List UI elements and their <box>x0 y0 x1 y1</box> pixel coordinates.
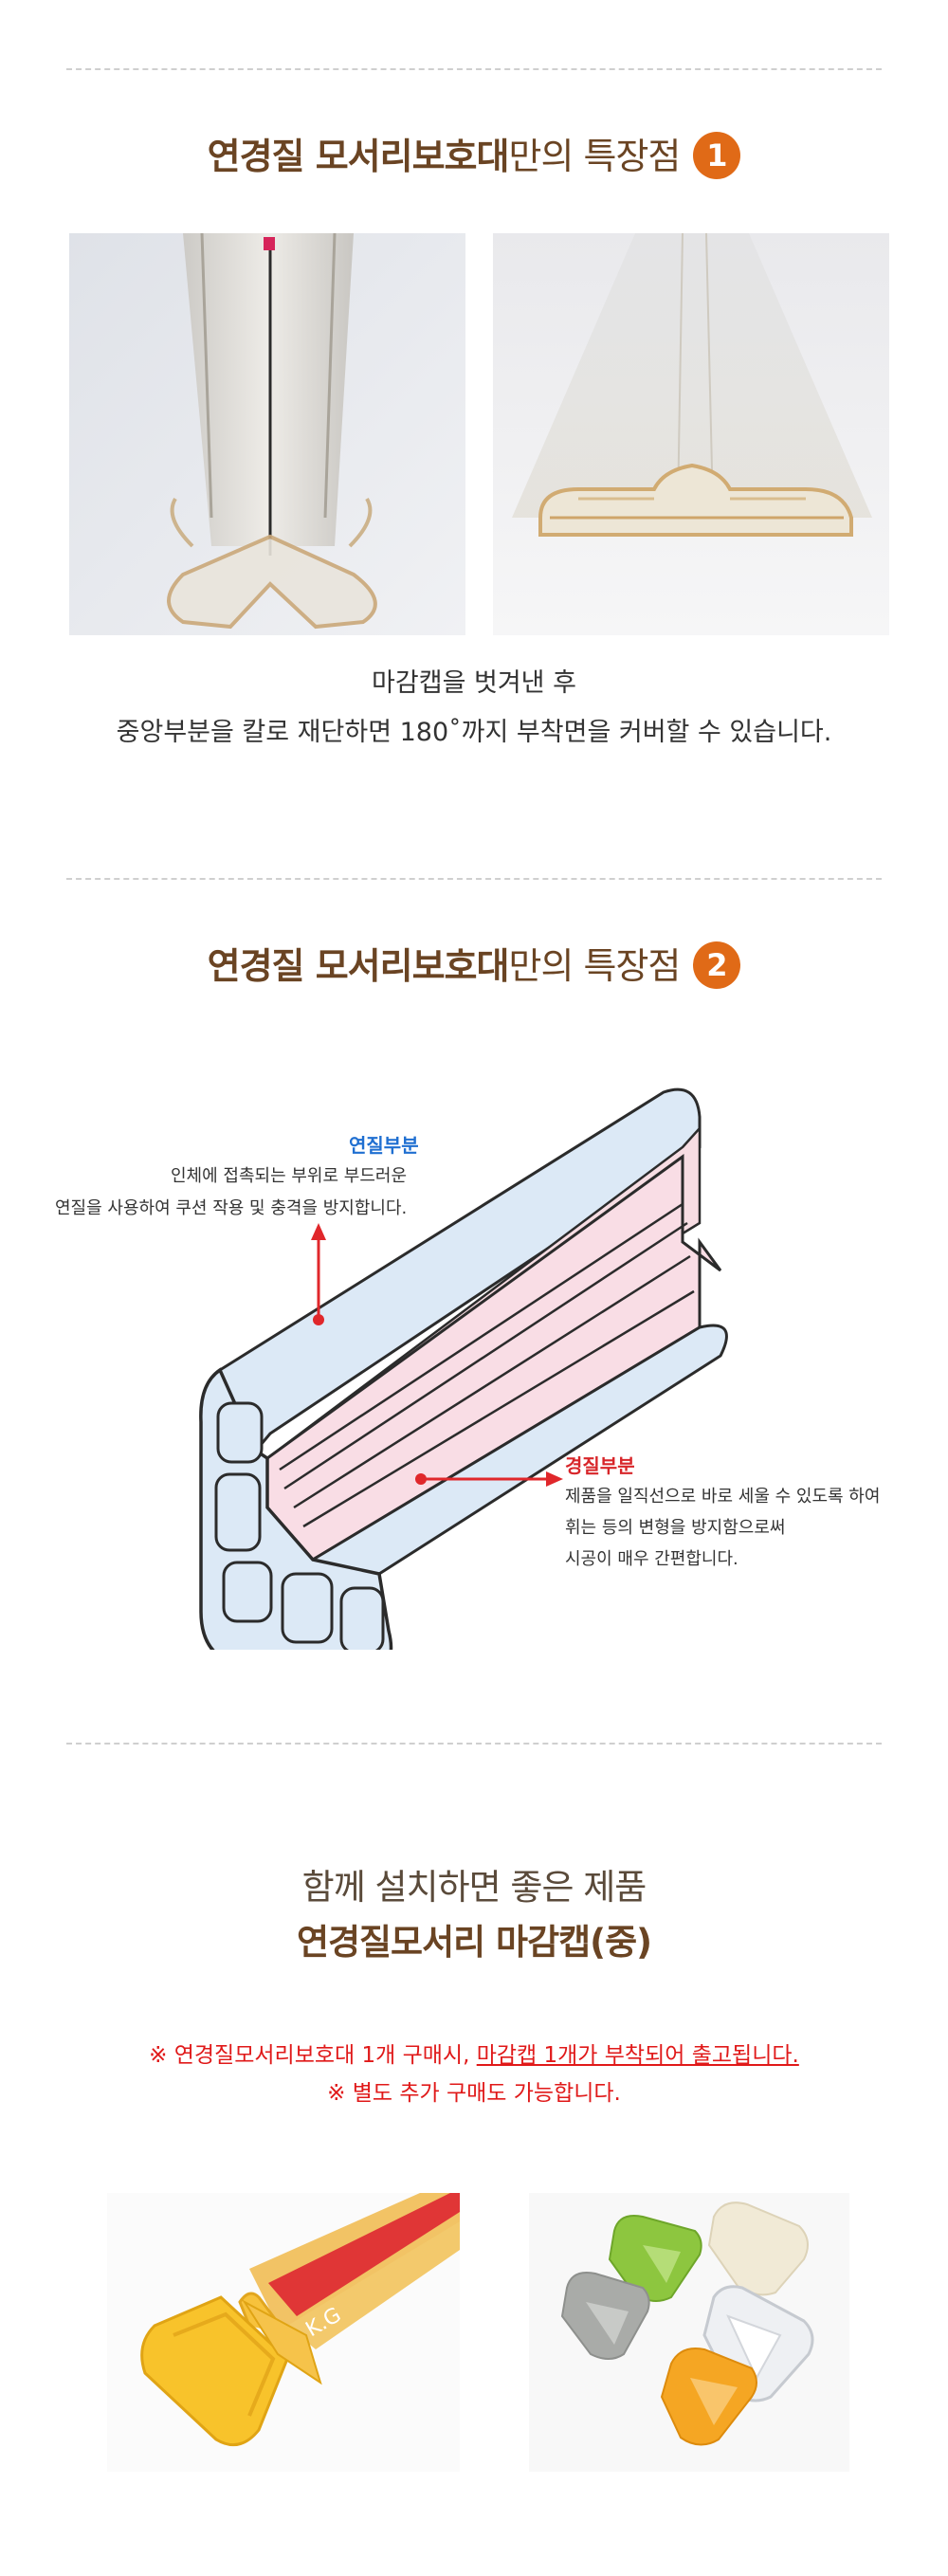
hard-part-desc-line2: 휘는 등의 변형을 방지함으로써 <box>565 1518 786 1538</box>
section2-number-badge: 2 <box>693 941 741 989</box>
section1-title-rest: 만의 특장점 <box>508 136 681 177</box>
section3-title: 연경질모서리 마감캡(중) <box>296 1922 652 1963</box>
section3-subtitle: 함께 설치하면 좋은 제품 <box>301 1867 647 1908</box>
section1-caption-line1: 마감캡을 벗겨낸 후 <box>372 668 576 698</box>
cross-section-diagram <box>199 1087 728 1650</box>
photo-flat-profile <box>493 233 889 635</box>
soft-part-desc-line2: 연질을 사용하여 쿠션 작용 및 충격을 방지합니다. <box>55 1198 408 1218</box>
hard-part-label: 경질부분 <box>565 1454 635 1477</box>
hard-part-desc-line1: 제품을 일직선으로 바로 세울 수 있도록 하여 <box>565 1487 881 1507</box>
yellow-cap-illustration: K.G <box>107 2193 460 2472</box>
soft-part-desc-line1: 인체에 접촉되는 부위로 부드러운 <box>171 1166 408 1186</box>
purchase-note-1-prefix: ※ 연경질모서리보호대 1개 구매시, <box>149 2043 477 2068</box>
purchase-note-1: ※ 연경질모서리보호대 1개 구매시, 마감캡 1개가 부착되어 출고됩니다. <box>0 2037 948 2069</box>
flat-profile-illustration <box>493 233 889 635</box>
hard-pointer-dot <box>415 1473 427 1485</box>
photo-color-caps <box>529 2193 849 2472</box>
soft-part-label: 연질부분 <box>349 1134 419 1157</box>
soft-pointer-dot <box>313 1314 324 1325</box>
hard-part-desc-line3: 시공이 매우 간편합니다. <box>565 1549 738 1569</box>
divider-middle <box>66 878 882 880</box>
color-caps-illustration <box>529 2193 849 2472</box>
divider-bottom <box>66 1743 882 1745</box>
section1-caption-line2: 중앙부분을 칼로 재단하면 180˚까지 부착면을 커버할 수 있습니다. <box>116 718 832 747</box>
purchase-note-1-underlined: 마감캡 1개가 부착되어 출고됩니다. <box>476 2043 799 2068</box>
section1-title: 연경질 모서리보호대만의 특장점 1 <box>0 127 948 183</box>
section2-title-strong: 연경질 모서리보호대 <box>207 945 510 987</box>
section1-title-strong: 연경질 모서리보호대 <box>207 136 510 177</box>
photo-cut-profile <box>69 233 465 635</box>
section1-number-badge: 1 <box>693 131 741 179</box>
section2-title-rest: 만의 특장점 <box>508 945 681 987</box>
section2-title: 연경질 모서리보호대만의 특장점 2 <box>0 937 948 993</box>
hard-arrow-head <box>546 1471 563 1487</box>
divider-top <box>66 68 882 70</box>
cut-profile-illustration <box>69 233 465 635</box>
soft-arrow-head <box>311 1223 326 1240</box>
purchase-note-2: ※ 별도 추가 구매도 가능합니다. <box>327 2081 621 2106</box>
photo-yellow-cap: K.G <box>107 2193 460 2472</box>
